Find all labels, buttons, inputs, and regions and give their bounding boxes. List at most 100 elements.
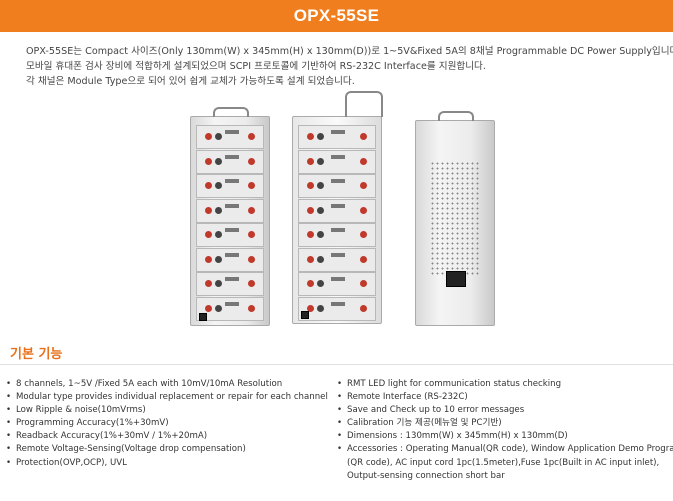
list-item: Save and Check up to 10 error messages [337, 404, 673, 417]
intro-line: 모바일 휴대폰 검사 장비에 적합하게 설계되었으며 SCPI 프로토콜에 기반… [26, 61, 486, 72]
features-title: 기본 기능 [10, 347, 63, 362]
module-label [330, 179, 345, 183]
module-label [224, 252, 239, 257]
terminal-icon [248, 304, 255, 312]
module-label [330, 277, 345, 281]
module-label [224, 301, 239, 306]
channel-module [298, 223, 376, 247]
terminal-icon [248, 133, 255, 140]
terminal-icon [215, 157, 222, 165]
features-list-left: 8 channels, 1~5V /Fixed 5A each with 10m… [6, 378, 328, 470]
product-rear-view [415, 111, 495, 326]
terminal-icon [317, 157, 324, 165]
module-label [224, 154, 239, 159]
list-item-continuation: Output-sensing connection short bar [347, 470, 505, 481]
intro-line: 각 채널은 Module Type으로 되어 있어 쉽게 교체가 가능하도록 설… [26, 76, 355, 87]
terminal-icon [307, 280, 314, 287]
list-item: Accessories : Operating Manual(QR code),… [337, 443, 673, 456]
terminal-icon [360, 206, 367, 214]
terminal-icon [205, 182, 212, 189]
terminal-icon [205, 231, 212, 238]
terminal-icon [205, 133, 212, 140]
power-inlet-icon [446, 271, 466, 287]
terminal-icon [248, 206, 255, 214]
terminal-icon [215, 304, 222, 312]
module-label [224, 203, 239, 208]
terminal-icon [248, 231, 255, 238]
terminal-icon [307, 255, 314, 263]
module-label [330, 203, 345, 208]
module-label [330, 130, 345, 134]
list-item: RMT LED light for communication status c… [337, 378, 673, 391]
module-label [224, 179, 239, 183]
terminal-icon [360, 304, 367, 312]
page-title: OPX-55SE [293, 6, 380, 25]
terminal-icon [307, 206, 314, 214]
channel-module [196, 174, 264, 198]
channel-module [196, 272, 264, 296]
channel-module [196, 296, 264, 321]
terminal-icon [360, 157, 367, 165]
intro-line: OPX-55SE는 Compact 사이즈(Only 130mm(W) x 34… [26, 46, 673, 57]
terminal-icon [205, 280, 212, 287]
terminal-icon [360, 255, 367, 263]
terminal-icon [215, 206, 222, 214]
list-item-continuation: (QR code), AC input cord 1pc(1.5meter),F… [347, 457, 660, 468]
terminal-icon [248, 280, 255, 287]
list-item: Dimensions : 130mm(W) x 345mm(H) x 130mm… [337, 430, 673, 443]
power-switch-icon [301, 311, 309, 319]
terminal-icon [317, 304, 324, 312]
list-item: Remote Interface (RS-232C) [337, 391, 673, 404]
terminal-icon [248, 157, 255, 165]
terminal-icon [360, 182, 367, 189]
list-item: Calibration 기능 제공(메뉴얼 및 PC기반) [337, 417, 673, 430]
terminal-icon [307, 133, 314, 140]
module-label [330, 252, 345, 257]
channel-module [196, 223, 264, 247]
module-label [224, 130, 239, 134]
channel-module [298, 296, 376, 321]
terminal-icon [205, 255, 212, 263]
terminal-icon [317, 182, 324, 189]
terminal-icon [248, 182, 255, 189]
terminal-icon [215, 231, 222, 238]
channel-module [298, 174, 376, 198]
terminal-icon [215, 255, 222, 263]
terminal-icon [307, 304, 314, 312]
terminal-icon [205, 157, 212, 165]
product-front-view [190, 107, 270, 326]
list-item: 8 channels, 1~5V /Fixed 5A each with 10m… [6, 378, 328, 391]
channel-module [196, 149, 264, 174]
title-banner: OPX-55SE [0, 0, 673, 32]
list-item: Modular type provides individual replace… [6, 391, 328, 404]
module-label [330, 301, 345, 306]
intro-text: OPX-55SE는 Compact 사이즈(Only 130mm(W) x 34… [26, 44, 673, 89]
terminal-icon [360, 231, 367, 238]
channel-module [196, 125, 264, 149]
module-label [224, 228, 239, 232]
channel-module [298, 272, 376, 296]
list-item: Protection(OVP,OCP), UVL [6, 457, 328, 470]
terminal-icon [307, 182, 314, 189]
terminal-icon [360, 133, 367, 140]
list-item: Readback Accuracy(1%+30mV / 1%+20mA) [6, 430, 328, 443]
terminal-icon [215, 280, 222, 287]
terminal-icon [317, 206, 324, 214]
module-label [330, 228, 345, 232]
terminal-icon [307, 231, 314, 238]
terminal-icon [248, 255, 255, 263]
terminal-icon [317, 133, 324, 140]
list-item: Low Ripple & noise(10mVrms) [6, 404, 328, 417]
module-label [330, 154, 345, 159]
terminal-icon [317, 280, 324, 287]
channel-module [298, 149, 376, 174]
terminal-icon [215, 133, 222, 140]
channel-module [298, 125, 376, 149]
divider [0, 364, 673, 365]
terminal-icon [215, 182, 222, 189]
features-list-right: RMT LED light for communication status c… [337, 378, 673, 483]
list-item: Programming Accuracy(1%+30mV) [6, 417, 328, 430]
product-angle-view [292, 91, 383, 324]
terminal-icon [205, 304, 212, 312]
power-switch-icon [199, 313, 207, 321]
